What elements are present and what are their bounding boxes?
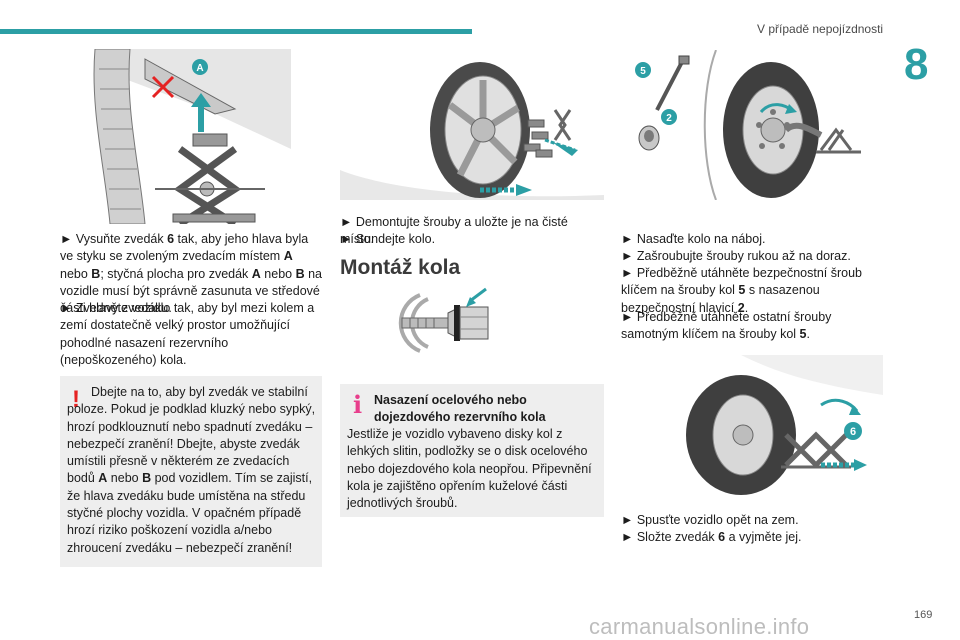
step-pretighten-other-bolts: ► Předběžně utáhněte ostatní šrouby samo… (621, 310, 832, 342)
warning-icon: ! (72, 386, 80, 413)
label-2: 2 (666, 113, 672, 124)
warning-box (60, 376, 322, 567)
watermark: carmanualsonline.info (589, 614, 810, 639)
info-box (340, 384, 604, 517)
warning-text: Dbejte na to, aby byl zvedák ve stabilní… (67, 385, 316, 555)
info-icon: i (353, 390, 363, 419)
section-title: V případě nepojízdnosti (757, 22, 884, 36)
step-screw-bolts: ► Zašroubujte šrouby rukou až na doraz. (621, 249, 851, 263)
chapter-tab (889, 46, 960, 88)
step-fold-jack: ► Složte zvedák 6 a vyjměte jej. (621, 530, 802, 544)
figure-jack-placement: A (85, 49, 291, 224)
figure-fit-wheel: 5 2 (621, 50, 883, 200)
label-a: A (196, 63, 203, 74)
step-remove-wheel: ► Sundejte kolo. (340, 232, 436, 246)
info-body: Jestliže je vozidlo vybaveno disky kol z… (347, 427, 592, 511)
label-6: 6 (850, 426, 856, 438)
step-remove-bolts: ► Demontujte šrouby a uložte je na čisté… (340, 215, 568, 247)
section-heading: Montáž kola (340, 256, 461, 279)
step-pretighten-security-bolt: ► Předběžně utáhněte bezpečnostní šroub … (621, 266, 863, 315)
figure-bolt-detail (398, 287, 489, 353)
step-fit-wheel: ► Nasaďte kolo na náboj. (621, 232, 766, 246)
figure-remove-bolts (340, 50, 604, 200)
instruction-extend-jack: ► Vysuňte zvedák 6 tak, aby jeho hlava b… (60, 232, 323, 316)
header-accent-bar (0, 29, 472, 34)
figure-lower-car: 6 (621, 355, 883, 495)
info-title: Nasazení ocelového nebo dojezdového reze… (374, 393, 546, 425)
label-5: 5 (640, 66, 646, 77)
step-lower-car: ► Spusťte vozidlo opět na zem. (621, 513, 799, 527)
chapter-number: 8 (904, 40, 929, 89)
instruction-raise-car: ► Zvedněte vozidlo tak, aby byl mezi kol… (60, 301, 315, 367)
page-number: 169 (914, 609, 933, 621)
